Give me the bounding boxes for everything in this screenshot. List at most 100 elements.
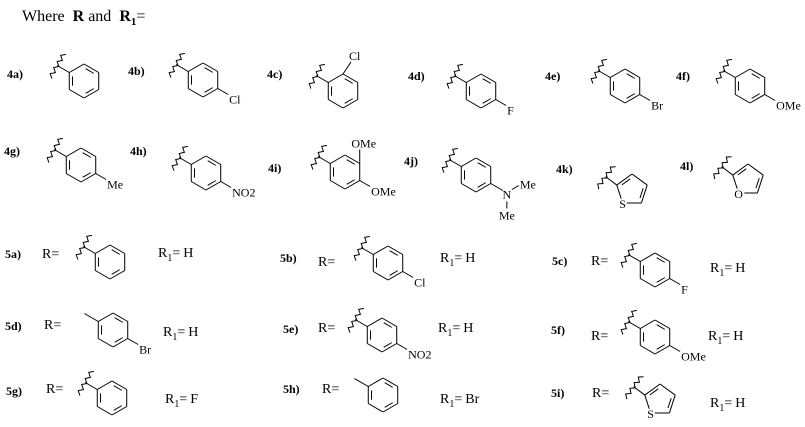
- bond: [66, 147, 82, 157]
- bond: [83, 63, 99, 73]
- compound-label: 5h): [283, 382, 300, 396]
- bond: [466, 73, 482, 83]
- bond: [220, 181, 232, 188]
- bond: [631, 173, 648, 186]
- bond: [640, 252, 656, 262]
- r-equals: R=: [44, 318, 61, 333]
- bond: [83, 89, 99, 99]
- bond: [98, 312, 114, 322]
- bond: [656, 257, 666, 263]
- para-substituent-f: F: [681, 283, 688, 297]
- bond: [640, 278, 656, 288]
- r1-subscript: 1: [447, 328, 452, 339]
- compound-label: 4e): [545, 69, 560, 83]
- para-substituent-no2: NO2: [232, 186, 255, 200]
- bond: [207, 160, 217, 166]
- bond: [747, 163, 764, 176]
- bond: [114, 317, 124, 323]
- bond: [482, 98, 492, 104]
- bond: [188, 62, 204, 72]
- bond: [402, 271, 414, 278]
- r1-symbol: R: [438, 321, 448, 336]
- wavy-attachment-bond: [77, 370, 94, 396]
- bond: [69, 89, 85, 99]
- bond: [205, 155, 221, 165]
- bond: [373, 245, 389, 255]
- para-substituent-ome: OMe: [371, 185, 396, 199]
- wavy-attachment-bond: [441, 147, 458, 173]
- bond: [82, 172, 92, 178]
- bond: [217, 88, 229, 95]
- r1-subscript: 1: [717, 336, 722, 347]
- bond: [191, 181, 207, 191]
- compound-label: 5b): [280, 251, 297, 265]
- para-substituent-br: Br: [651, 99, 663, 113]
- compound-4b: 4b)Cl: [128, 52, 241, 107]
- bond: [475, 183, 491, 193]
- r1-assignment: R1=H: [708, 329, 743, 347]
- bond: [346, 159, 356, 165]
- heteroatom-o: O: [734, 187, 743, 201]
- bond: [384, 402, 394, 408]
- compound-label: 4k): [556, 162, 573, 176]
- bond: [344, 78, 354, 84]
- r-equals: R=: [322, 382, 339, 397]
- r1-assignment: R1=Br: [440, 392, 480, 410]
- r1-symbol: R: [163, 325, 173, 340]
- wavy-attachment-bond: [347, 307, 364, 333]
- bond: [95, 270, 111, 280]
- bond: [69, 63, 85, 73]
- bond: [656, 344, 666, 350]
- r1-value: H: [735, 261, 745, 276]
- compound-label: 4h): [130, 144, 147, 158]
- bond: [764, 94, 776, 101]
- compound-label: 4b): [128, 64, 145, 78]
- bond: [368, 377, 384, 387]
- bond: [616, 173, 633, 186]
- bond: [654, 278, 670, 288]
- header-eq: =: [136, 8, 146, 25]
- bond: [659, 383, 676, 396]
- bond: [330, 154, 346, 164]
- bond: [387, 245, 403, 255]
- bond: [751, 73, 761, 79]
- bond: [755, 178, 760, 189]
- r-equals: R=: [318, 321, 335, 336]
- bond: [756, 174, 764, 194]
- r1-equals: =: [454, 392, 462, 407]
- amine-methyl-1: Me: [520, 178, 536, 192]
- r-equals: R=: [591, 329, 608, 344]
- bond: [389, 250, 399, 256]
- bond: [656, 324, 666, 330]
- bond: [82, 152, 92, 158]
- bond: [490, 183, 504, 191]
- wavy-attachment-bond: [713, 156, 732, 180]
- bond: [95, 173, 107, 180]
- bond: [191, 155, 207, 165]
- r-equals: R=: [318, 255, 335, 270]
- bond: [475, 157, 491, 167]
- header-r1-sub: 1: [130, 16, 137, 29]
- bond: [85, 68, 95, 74]
- bond: [382, 403, 398, 413]
- bond: [610, 94, 626, 104]
- r-equals: R=: [42, 247, 59, 262]
- bond: [384, 382, 394, 388]
- bond: [342, 99, 358, 109]
- bond: [346, 179, 356, 185]
- wavy-attachment-bond: [75, 234, 92, 260]
- bond: [639, 188, 644, 199]
- ortho-substituent-cl: Cl: [349, 49, 361, 63]
- bond: [354, 378, 369, 387]
- bond: [342, 61, 352, 75]
- bond: [616, 184, 624, 204]
- bond: [95, 244, 111, 254]
- r1-symbol: R: [708, 329, 718, 344]
- bond: [381, 343, 397, 353]
- para-substituent-f: F: [507, 104, 514, 118]
- bond: [97, 406, 113, 416]
